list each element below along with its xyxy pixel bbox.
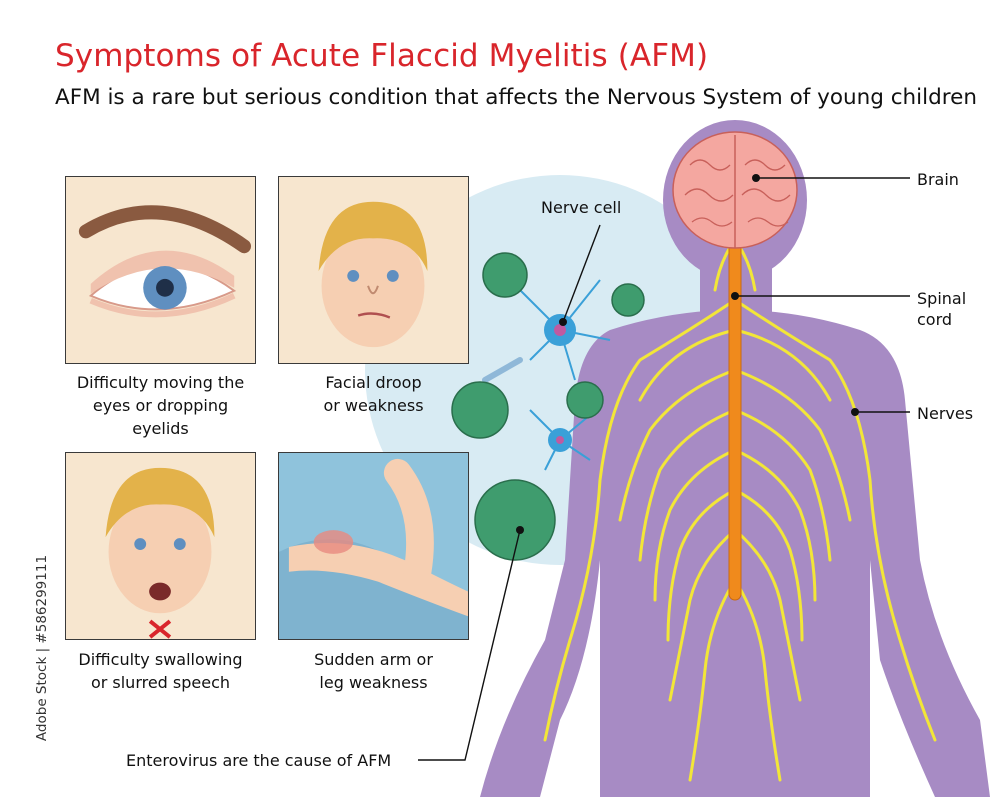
label-brain: Brain: [917, 170, 959, 189]
symptom-panel-arm: [278, 452, 469, 640]
arm-weakness-icon: [279, 453, 468, 639]
label-nerves: Nerves: [917, 404, 974, 423]
nerve-cell-icon: [519, 279, 611, 471]
page-title: Symptoms of Acute Flaccid Myelitis (AFM): [55, 38, 709, 74]
brain-illustration: [672, 131, 798, 249]
symptom-caption-swallowing: Difficulty swallowing or slurred speech: [78, 650, 243, 692]
label-nerve-cell: Nerve cell: [541, 198, 622, 217]
symptom-panel-swallowing: [65, 452, 256, 640]
symptom-panel-eye: [65, 176, 256, 364]
child-face-icon: [318, 201, 428, 348]
symptom-panel-face: [278, 176, 469, 364]
symptom-caption-face: Facial droop or weakness: [323, 373, 424, 415]
stock-watermark: Adobe Stock | #586299111: [34, 554, 50, 742]
nerves: [543, 238, 937, 782]
symptom-caption-eye: Difficulty moving the eyes or dropping e…: [76, 373, 245, 438]
leader-lines: [418, 177, 910, 761]
enterovirus-particles: [451, 252, 645, 561]
drooping-eye-icon: [78, 205, 252, 318]
child-face-mouth-open-icon: [105, 467, 215, 639]
page-subtitle: AFM is a rare but serious condition that…: [55, 85, 978, 110]
symptom-caption-arm: Sudden arm or leg weakness: [314, 650, 433, 692]
label-spinal-cord: Spinal cord: [917, 289, 967, 329]
label-enterovirus: Enterovirus are the cause of AFM: [126, 751, 392, 770]
